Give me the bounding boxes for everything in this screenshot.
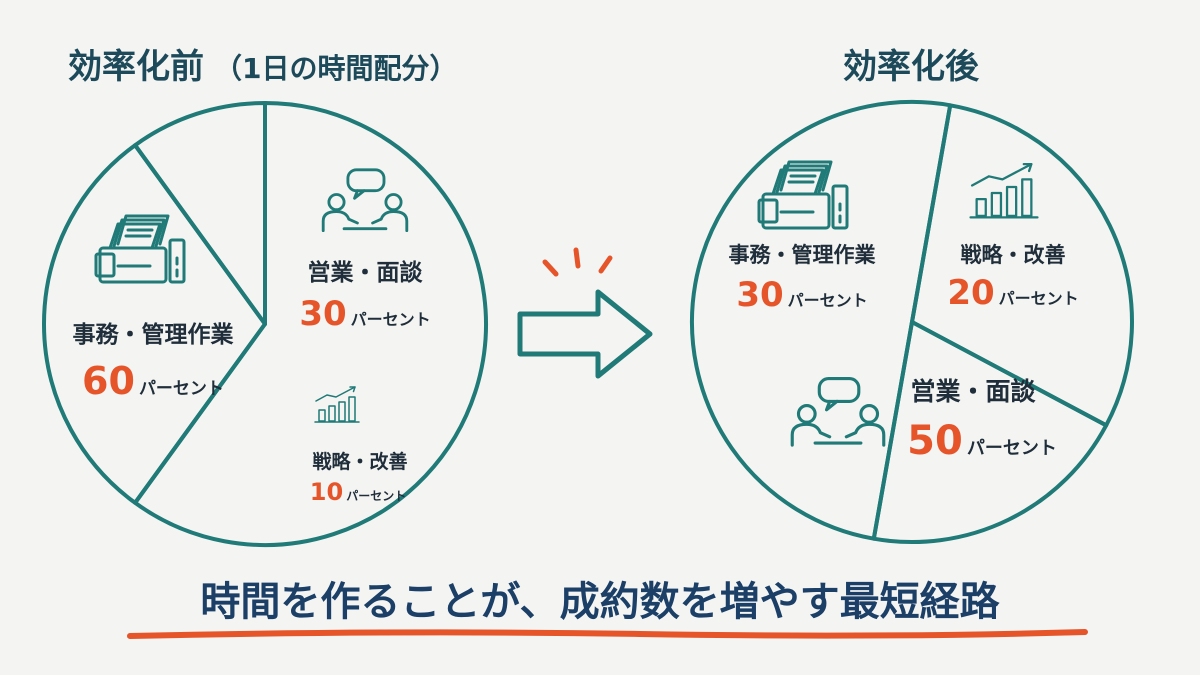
after-slice-value-strategy: 20 パーセント: [947, 273, 1078, 313]
after-value-number-strategy: 20: [947, 273, 994, 313]
after-slice-admin: [910, 103, 1134, 428]
after-value-number-sales: 50: [907, 418, 963, 464]
before-value-unit-admin: パーセント: [139, 379, 224, 399]
after-slice-label-strategy: 戦略・改善: [961, 243, 1066, 267]
before-slice-strategy: [133, 101, 267, 326]
before-chart-title: 効率化前: [68, 47, 204, 87]
before-slice-value-sales: 30 パーセント: [299, 294, 430, 334]
after-value-unit-admin: パーセント: [788, 291, 868, 310]
before-slice-admin: [133, 101, 488, 547]
before-chart-subtitle: （1日の時間配分）: [214, 52, 457, 85]
before-slice-sales: [41, 143, 267, 505]
after-slice-label-admin: 事務・管理作業: [729, 243, 877, 267]
before-slice-label-admin: 事務・管理作業: [73, 321, 235, 348]
meeting-icon: [321, 168, 409, 233]
right-arrow-icon: [517, 247, 653, 379]
tagline: 時間を作ることが、成約数を増やす最短経路: [200, 579, 1000, 625]
after-value-number-admin: 30: [736, 275, 783, 315]
before-value-number-admin: 60: [82, 359, 135, 403]
tagline-underline: [127, 629, 1088, 639]
growth-chart-icon: [969, 162, 1039, 219]
before-slice-label-sales: 営業・面談: [308, 259, 424, 286]
after-slice-label-sales: 営業・面談: [910, 377, 1036, 406]
growth-chart-icon: [314, 386, 360, 423]
document-tray-icon: [94, 214, 186, 284]
document-tray-icon: [757, 160, 849, 230]
emphasis-marks-icon: [542, 247, 613, 277]
before-slice-label-strategy: 戦略・改善: [312, 450, 407, 473]
meeting-icon: [790, 376, 886, 447]
after-slice-strategy: [871, 320, 1109, 545]
before-value-number-sales: 30: [299, 294, 346, 334]
before-value-unit-sales: パーセント: [351, 310, 431, 329]
after-chart-title: 効率化後: [843, 47, 980, 87]
svg-text:効率化前（1日の時間配分）: 効率化前 （1日の時間配分）: [68, 47, 457, 87]
after-value-unit-strategy: パーセント: [999, 289, 1079, 308]
after-value-unit-sales: パーセント: [967, 438, 1057, 459]
after-slice-value-admin: 30 パーセント: [736, 275, 867, 315]
after-slice-sales: [689, 99, 953, 541]
before-value-unit-strategy: パーセント: [346, 489, 406, 503]
before-value-number-strategy: 10: [310, 478, 343, 506]
